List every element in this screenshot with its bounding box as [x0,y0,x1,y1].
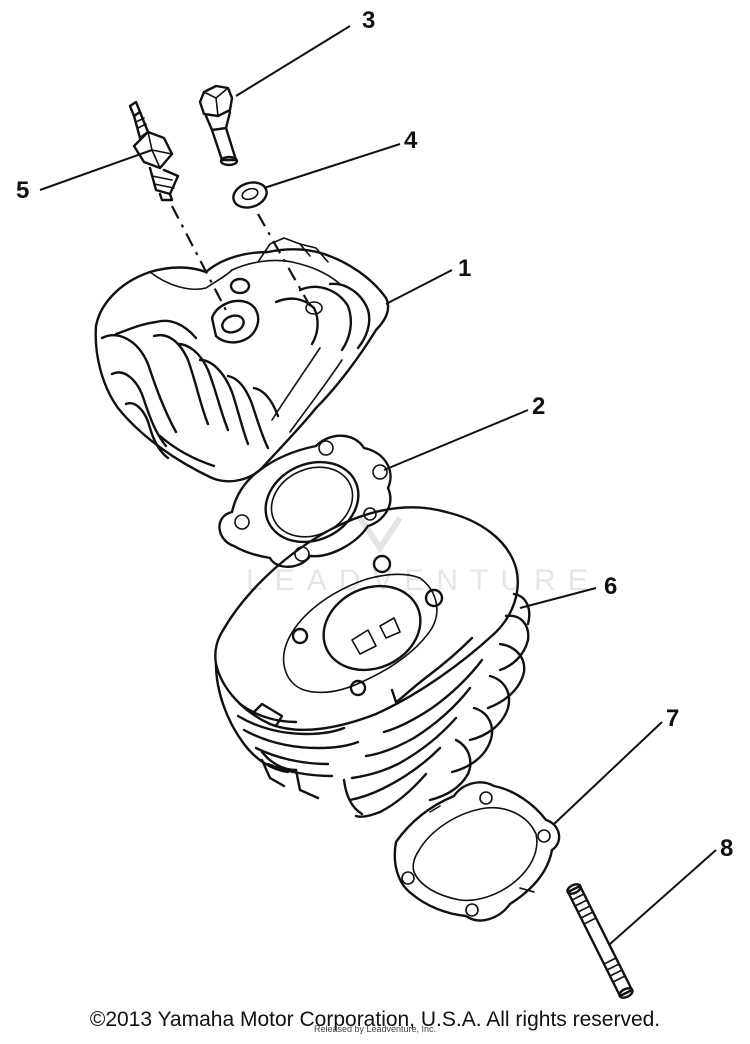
callout-2[interactable]: 2 [532,393,545,420]
callout-5[interactable]: 5 [16,177,29,204]
callout-7[interactable]: 7 [666,705,679,732]
part-7-base-gasket[interactable] [393,781,561,922]
copyright-notice: ©2013 Yamaha Motor Corporation, U.S.A. A… [89,1008,661,1031]
assembly-line-bolt [257,213,311,307]
callout-4[interactable]: 4 [404,127,418,154]
leader-lines [39,25,717,945]
watermark-logo: LEADVENTURE [246,516,600,597]
part-4-washer[interactable] [230,178,270,211]
callout-1[interactable]: 1 [458,255,471,282]
callout-3[interactable]: 3 [362,7,375,34]
part-8-stud-bolt[interactable] [566,882,634,999]
part-1-cylinder-head[interactable] [94,237,390,483]
part-5-spark-plug[interactable] [128,100,180,202]
part-6-cylinder[interactable] [214,506,531,818]
watermark-text: LEADVENTURE [246,564,600,597]
part-2-head-gasket[interactable] [218,434,392,568]
part-3-bolt[interactable] [198,84,239,167]
assembly-line-plug [171,205,231,319]
retailer-note: Released by Leadventure, Inc. [313,1024,437,1034]
callout-6[interactable]: 6 [604,573,617,600]
callout-8[interactable]: 8 [720,835,733,862]
